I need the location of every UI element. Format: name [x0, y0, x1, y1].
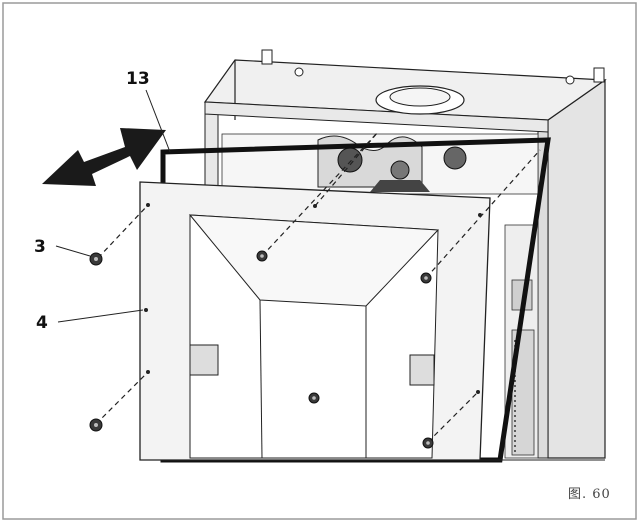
screw-paths — [95, 131, 541, 443]
leader-lines — [55, 89, 171, 323]
callout-gasket: 13 — [126, 69, 150, 89]
direction-arrow-icon — [42, 128, 166, 186]
front-panel — [139, 181, 491, 461]
figure-label: 图. 60 — [568, 487, 611, 502]
cabinet-side-wall — [547, 78, 606, 459]
cabinet-left-post — [204, 101, 219, 191]
interior-components — [221, 133, 539, 459]
screw-heads — [94, 254, 430, 445]
callout-front-panel: 4 — [36, 313, 48, 333]
cabinet-top-rail — [204, 101, 549, 133]
flue-outlet-icon — [375, 85, 465, 115]
top-hole-left — [294, 67, 304, 77]
callout-screw: 3 — [34, 237, 46, 257]
mounting-tab-right — [593, 67, 605, 83]
mounting-tab-left — [261, 49, 273, 65]
top-hole-right — [565, 75, 575, 85]
